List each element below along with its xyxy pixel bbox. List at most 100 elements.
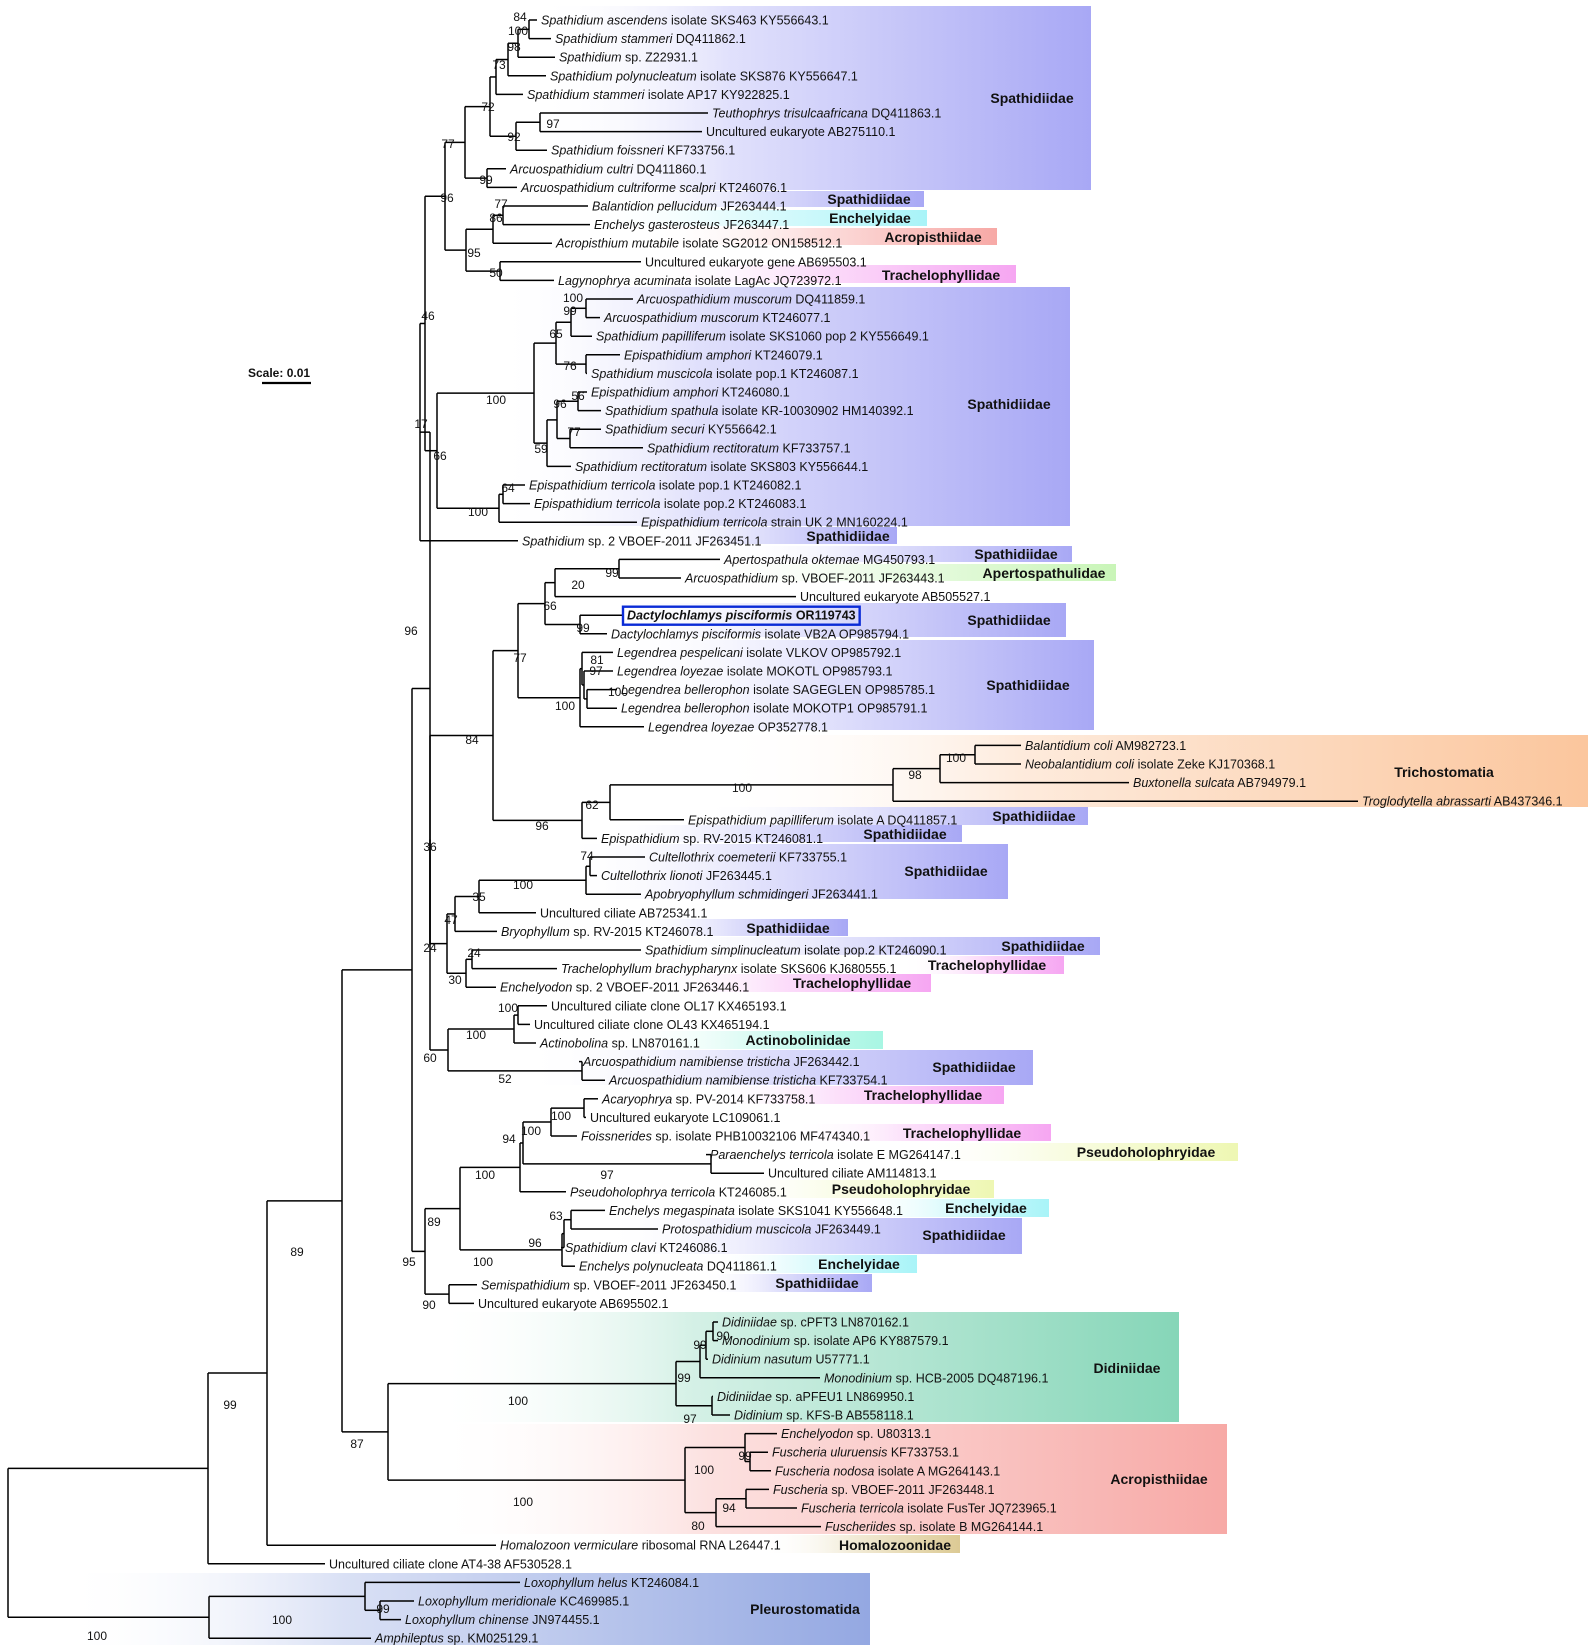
taxon-label: Legendrea bellerophon isolate SAGEGLEN O… [621,683,935,697]
taxon-label: Pseudoholophrya terricola KT246085.1 [570,1185,787,1199]
taxon-accession: isolate SKS463 KY556643.1 [667,14,828,28]
taxon-accession: Uncultured eukaryote AB505527.1 [800,590,990,604]
bootstrap-value: 17 [414,417,428,431]
taxon-accession: isolate VB2A OP985794.1 [761,627,909,641]
bootstrap-value: 100 [468,505,488,519]
taxon-accession: sp. cPFT3 LN870162.1 [777,1316,909,1330]
family-label: Spathidiidae [992,808,1075,824]
new-sequence-highlight-box [621,605,861,626]
bootstrap-value: 99 [693,1338,707,1352]
taxon-label: Buxtonella sulcata AB794979.1 [1133,776,1306,790]
taxon-species: Spathidium spathula [605,404,718,418]
taxon-label: Enchelys gasterosteus JF263447.1 [594,218,789,232]
taxon-accession: isolate pop.1 KT246087.1 [713,367,859,381]
bootstrap-value: 98 [507,40,521,54]
bootstrap-value: 100 [486,393,506,407]
bootstrap-value: 100 [508,1394,528,1408]
taxon-species: Spathidium securi [605,423,706,437]
family-label: Trichostomatia [1394,764,1494,780]
taxon-species: Apertospathula oktemae [723,553,860,567]
taxon-accession: sp. RV-2015 KT246078.1 [570,925,714,939]
taxon-accession: sp. VBOEF-2011 JF263443.1 [778,572,945,586]
taxon-label: Enchelys megaspinata isolate SKS1041 KY5… [609,1204,903,1218]
bootstrap-value: 63 [549,1209,563,1223]
bootstrap-value: 90 [422,1298,436,1312]
taxon-label: Arcuospathidium cultri DQ411860.1 [509,162,706,176]
taxon-label: Fuscheria nodosa isolate A MG264143.1 [775,1464,1000,1478]
taxon-accession: KT246079.1 [751,348,823,362]
bootstrap-value: 50 [489,266,503,280]
bootstrap-value: 77 [494,197,508,211]
family-label: Spathidiidae [863,826,946,842]
taxon-species: Enchelyodon [781,1427,853,1441]
taxon-accession: JF263449.1 [811,1223,881,1237]
bootstrap-value: 92 [507,130,521,144]
family-label: Pseudoholophryidae [832,1181,971,1197]
taxon-accession: sp. isolate AP6 KY887579.1 [790,1334,948,1348]
family-label: Spathidiidae [775,1275,858,1291]
taxon-species: Epispathidium terricola [641,516,767,530]
taxon-label: Epispathidium terricola isolate pop.2 KT… [534,497,806,511]
family-label: Pseudoholophryidae [1077,1144,1216,1160]
taxon-accession: sp. isolate B MG264144.1 [896,1520,1043,1534]
taxon-label: Bryophyllum sp. RV-2015 KT246078.1 [501,925,713,939]
taxon-label: Trachelophyllum brachypharynx isolate SK… [561,962,896,976]
bootstrap-value: 100 [508,24,528,38]
taxon-accession: isolate E MG264147.1 [834,1148,961,1162]
taxon-label: Monodinium sp. isolate AP6 KY887579.1 [722,1334,949,1348]
family-label: Actinobolinidae [746,1032,851,1048]
family-band-pse [900,1143,1238,1161]
family-band-ape [690,564,1116,581]
bootstrap-value: 96 [535,819,549,833]
family-label: Acropisthiidae [1110,1471,1207,1487]
family-label: Spathidiidae [974,546,1057,562]
taxon-accession: sp. KM025129.1 [444,1632,539,1646]
bootstrap-value: 97 [589,664,603,678]
family-band-ple [60,1573,870,1645]
taxon-species: Fuscheria [773,1483,828,1497]
bootstrap-value: 100 [272,1613,292,1627]
bootstrap-value: 47 [444,913,458,927]
bootstrap-value: 100 [473,1255,493,1269]
taxon-species: Didiniidae [722,1316,777,1330]
taxon-species: Monodinium [722,1334,790,1348]
taxon-accession: DQ411861.1 [703,1260,776,1274]
taxon-accession: sp. HCB-2005 DQ487196.1 [892,1371,1048,1385]
family-band-enc [850,1199,1049,1217]
family-label: Spathidiidae [922,1227,1005,1243]
scale-bar: Scale: 0.01 [248,366,311,385]
taxon-species: Enchelys gasterosteus [594,218,720,232]
family-band-hom [760,1535,960,1553]
taxon-species: Acaryophrya [601,1092,672,1106]
bootstrap-value: 52 [498,1072,512,1086]
taxon-species: Spathidium papilliferum [596,330,726,344]
taxon-accession: sp. VBOEF-2011 JF263448.1 [828,1483,995,1497]
taxon-species: Spathidium muscicola [591,367,713,381]
bootstrap-value: 90 [716,1329,730,1343]
bootstrap-value: 64 [501,481,515,495]
taxon-label: Uncultured ciliate clone AT4-38 AF530528… [329,1557,572,1571]
taxon-species: Legendrea loyezae [617,665,723,679]
taxon-species: Loxophyllum meridionale [418,1595,556,1609]
taxon-species: Loxophyllum helus [524,1576,628,1590]
taxon-label: Epispathidium terricola strain UK 2 MN16… [641,516,908,530]
bootstrap-value: 89 [290,1245,304,1259]
taxon-label: Foissnerides sp. isolate PHB10032106 MF4… [581,1130,870,1144]
bootstrap-value: 99 [563,304,577,318]
family-label: Acropisthiidae [884,229,981,245]
taxon-label: Spathidium rectitoratum isolate SKS803 K… [575,460,868,474]
family-band-spa [520,1050,1033,1085]
taxon-species: Arcuospathidium muscorum [636,293,792,307]
taxon-label: Spathidium sp. Z22931.1 [559,51,698,65]
bootstrap-value: 99 [605,566,619,580]
bootstrap-value: 99 [738,1449,752,1463]
taxon-label: Legendrea bellerophon isolate MOKOTP1 OP… [621,702,928,716]
taxon-accession: isolate SKS1060 pop 2 KY556649.1 [726,330,929,344]
taxon-accession: isolate SKS803 KY556644.1 [707,460,868,474]
taxon-label: Monodinium sp. HCB-2005 DQ487196.1 [824,1371,1048,1385]
taxon-species: Lagynophrya acuminata [558,274,691,288]
taxon-accession: ribosomal RNA L26447.1 [638,1539,780,1553]
taxon-label: Didinium nasutum U57771.1 [712,1353,870,1367]
